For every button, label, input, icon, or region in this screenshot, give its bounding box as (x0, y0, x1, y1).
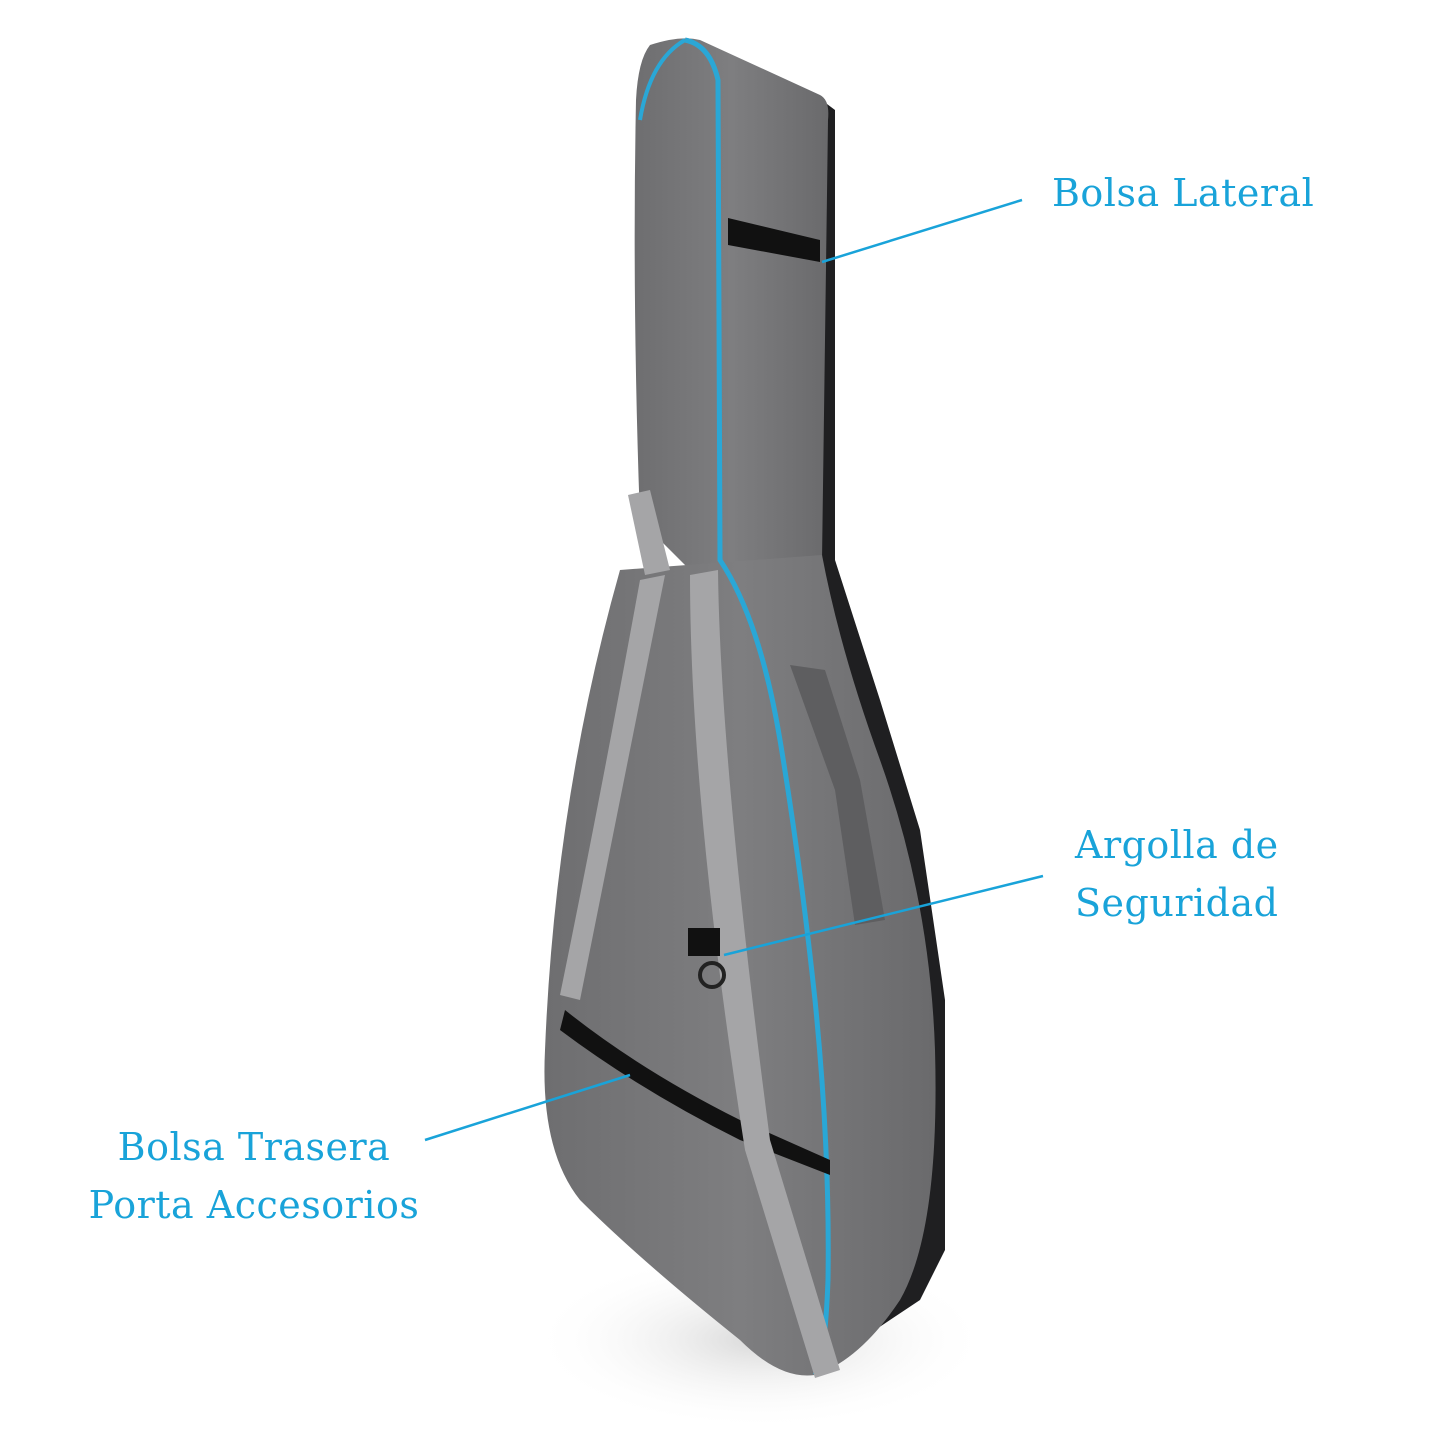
bag-piping (684, 37, 831, 1377)
carry-handle (790, 665, 885, 925)
safety-ring-icon (698, 961, 726, 989)
label-line: Argolla de (1075, 823, 1279, 867)
backpack-strap-left (560, 575, 665, 1000)
label-line: Bolsa Trasera (117, 1125, 391, 1169)
label-line: Seguridad (1075, 881, 1279, 925)
leader-line-safety-ring (723, 874, 1044, 957)
label-back-pocket: Bolsa Trasera Porta Accesorios (74, 1118, 434, 1234)
bag-neck (634, 38, 829, 571)
label-safety-ring: Argolla de Seguridad (1075, 816, 1279, 932)
leader-line-side-pocket (821, 198, 1023, 264)
backpack-strap-right (690, 570, 840, 1378)
label-line: Bolsa Lateral (1052, 171, 1315, 215)
side-pocket-zipper (728, 218, 820, 262)
leader-line-back-pocket (424, 1073, 631, 1142)
top-handle-strap (628, 490, 670, 575)
ring-strap (688, 928, 720, 956)
label-line: Porta Accesorios (88, 1183, 420, 1227)
label-side-pocket: Bolsa Lateral (1052, 164, 1314, 222)
